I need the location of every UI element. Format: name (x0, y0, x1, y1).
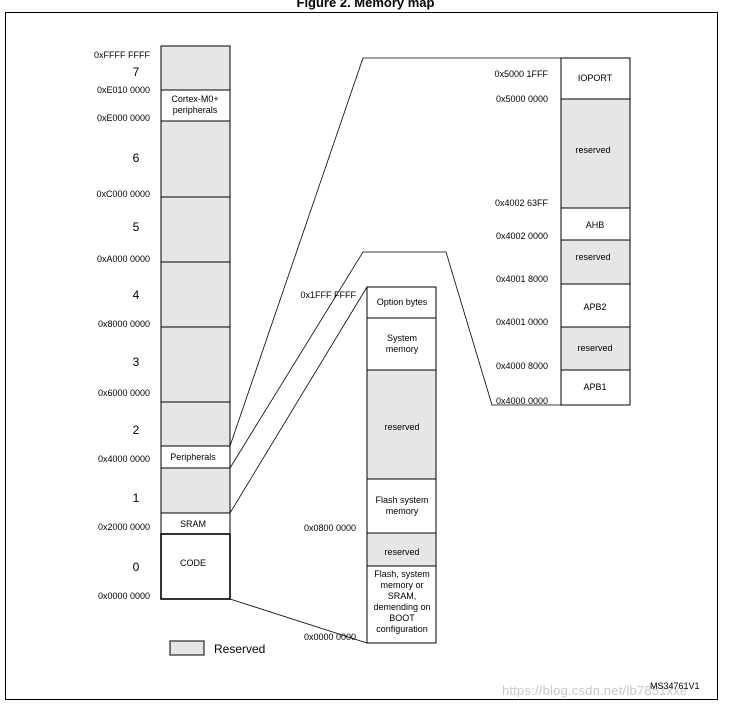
apb1-block (560, 369, 631, 406)
region-number-1: 1 (133, 491, 140, 505)
boot-label-line3: SRAM, (388, 591, 417, 601)
region-number-5: 5 (133, 220, 140, 234)
address-label: 0x0000 0000 (304, 632, 356, 642)
connector-peripherals-top (229, 57, 630, 447)
address-label: 0xFFFF FFFF (94, 50, 150, 60)
figure-title: Figure 2. Memory map (296, 0, 435, 10)
apb2-label: APB2 (583, 302, 606, 312)
address-label: 0xC000 0000 (96, 189, 150, 199)
reserved-block-7 (160, 45, 231, 91)
main-memory-column: Cortex-M0+ peripherals Peripherals SRAM … (94, 45, 231, 601)
boot-label-line4: demending on (373, 602, 430, 612)
address-label: 0x1FFF FFFF (301, 290, 357, 300)
address-label: 0x5000 0000 (496, 94, 548, 104)
peripherals-column: IOPORT reserved AHB reserved APB2 reserv… (494, 57, 631, 406)
region-number-0: 0 (133, 560, 140, 574)
legend-swatch (169, 640, 205, 656)
flash-system-label-line2: memory (386, 506, 419, 516)
figure-frame (5, 12, 718, 700)
cortex-label-line2: peripherals (173, 105, 218, 115)
address-label: 0x0800 0000 (304, 523, 356, 533)
code-block (160, 533, 231, 600)
periph-reserved-label-1: reserved (575, 145, 610, 155)
code-reserved-label-1: reserved (384, 422, 419, 432)
address-label: 0xA000 0000 (97, 254, 150, 264)
system-memory-label-line2: memory (386, 344, 419, 354)
boot-alias-block (366, 565, 437, 644)
connector-code (229, 598, 368, 644)
address-label: 0x4001 0000 (496, 317, 548, 327)
region-number-7: 7 (133, 65, 140, 79)
code-reserved-block-1 (366, 369, 437, 480)
peripherals-label: Peripherals (170, 452, 216, 462)
ahb-label: AHB (586, 220, 605, 230)
connector-peripherals-bottom (229, 251, 630, 469)
code-area-column: Option bytes System memory reserved Flas… (301, 286, 437, 644)
address-label: 0xE010 0000 (97, 85, 150, 95)
address-label: 0x0000 0000 (98, 591, 150, 601)
periph-reserved-label-2: reserved (575, 252, 610, 262)
sram-label: SRAM (180, 519, 206, 529)
boot-label-line5: BOOT (389, 613, 415, 623)
region-number-3: 3 (133, 355, 140, 369)
address-label: 0x4002 0000 (496, 231, 548, 241)
periph-reserved-label-3: reserved (577, 343, 612, 353)
ioport-label: IOPORT (578, 73, 613, 83)
reserved-block-4 (160, 261, 231, 328)
boot-label-line1: Flash, system (374, 569, 430, 579)
apb1-label: APB1 (583, 382, 606, 392)
option-bytes-label: Option bytes (377, 297, 428, 307)
legend-label: Reserved (214, 642, 265, 656)
code-reserved-block-2 (366, 532, 437, 567)
ahb-block (560, 207, 631, 241)
periph-reserved-block-3 (560, 326, 631, 371)
cortex-peripherals-block (160, 89, 231, 122)
connector-sram (229, 286, 368, 514)
reserved-block-1 (160, 467, 231, 514)
system-memory-label-line1: System (387, 333, 417, 343)
connector-lines (229, 57, 630, 644)
code-label: CODE (180, 558, 206, 568)
code-reserved-label-2: reserved (384, 547, 419, 557)
periph-reserved-block-1 (560, 98, 631, 209)
region-number-6: 6 (133, 151, 140, 165)
boot-label-line2: memory or (380, 580, 423, 590)
boot-label-line6: configuration (376, 624, 428, 634)
address-label: 0x4000 0000 (98, 454, 150, 464)
apb2-block (560, 283, 631, 328)
watermark: https://blog.csdn.net/lb7851xxe (502, 683, 688, 698)
reserved-block-3 (160, 326, 231, 403)
address-label: 0x2000 0000 (98, 522, 150, 532)
flash-system-label-line1: Flash system (375, 495, 428, 505)
flash-system-memory-block (366, 478, 437, 534)
address-label: 0x6000 0000 (98, 388, 150, 398)
address-label: 0x8000 0000 (98, 319, 150, 329)
reserved-block-2 (160, 401, 231, 447)
legend: Reserved (169, 640, 265, 656)
reserved-block-5 (160, 196, 231, 263)
reserved-block-6 (160, 120, 231, 198)
region-number-4: 4 (133, 288, 140, 302)
figure-reference: MS34761V1 (650, 681, 700, 691)
address-label: 0x4002 63FF (495, 198, 549, 208)
address-label: 0x4000 8000 (496, 361, 548, 371)
region-number-2: 2 (133, 423, 140, 437)
address-label: 0xE000 0000 (97, 113, 150, 123)
address-label: 0x4001 8000 (496, 274, 548, 284)
periph-reserved-block-2 (560, 239, 631, 285)
address-label: 0x4000 0000 (496, 396, 548, 406)
address-label: 0x5000 1FFF (494, 69, 548, 79)
cortex-label-line1: Cortex-M0+ (171, 94, 218, 104)
